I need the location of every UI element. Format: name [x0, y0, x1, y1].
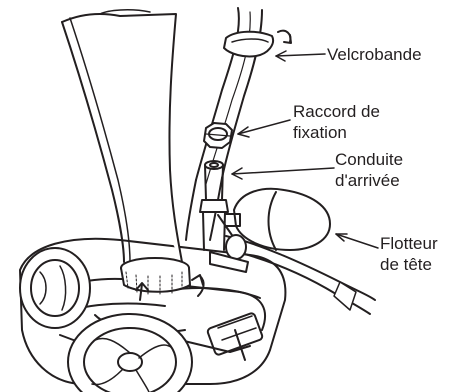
head-float-label-line-2: de tête [380, 254, 438, 275]
feed-pipe-label-line-2: d'arrivée [335, 170, 403, 191]
feed-pipe-label-line-1: Conduite [335, 149, 403, 170]
mounting-nut-label: Raccord de fixation [293, 101, 380, 143]
head-float-label-line-1: Flotteur [380, 233, 438, 254]
mounting-nut-label-line-1: Raccord de [293, 101, 380, 122]
feed-pipe-label: Conduite d'arrivée [335, 149, 403, 191]
velcro-strap-label: Velcrobande [327, 44, 422, 65]
mounting-nut [204, 123, 232, 148]
head-float-label: Flotteur de tête [380, 233, 438, 275]
mounting-nut-label-line-2: fixation [293, 122, 380, 143]
rear-wheel [20, 248, 90, 328]
velcro-strap [224, 31, 291, 57]
velcro-strap-label-text: Velcrobande [327, 44, 422, 65]
